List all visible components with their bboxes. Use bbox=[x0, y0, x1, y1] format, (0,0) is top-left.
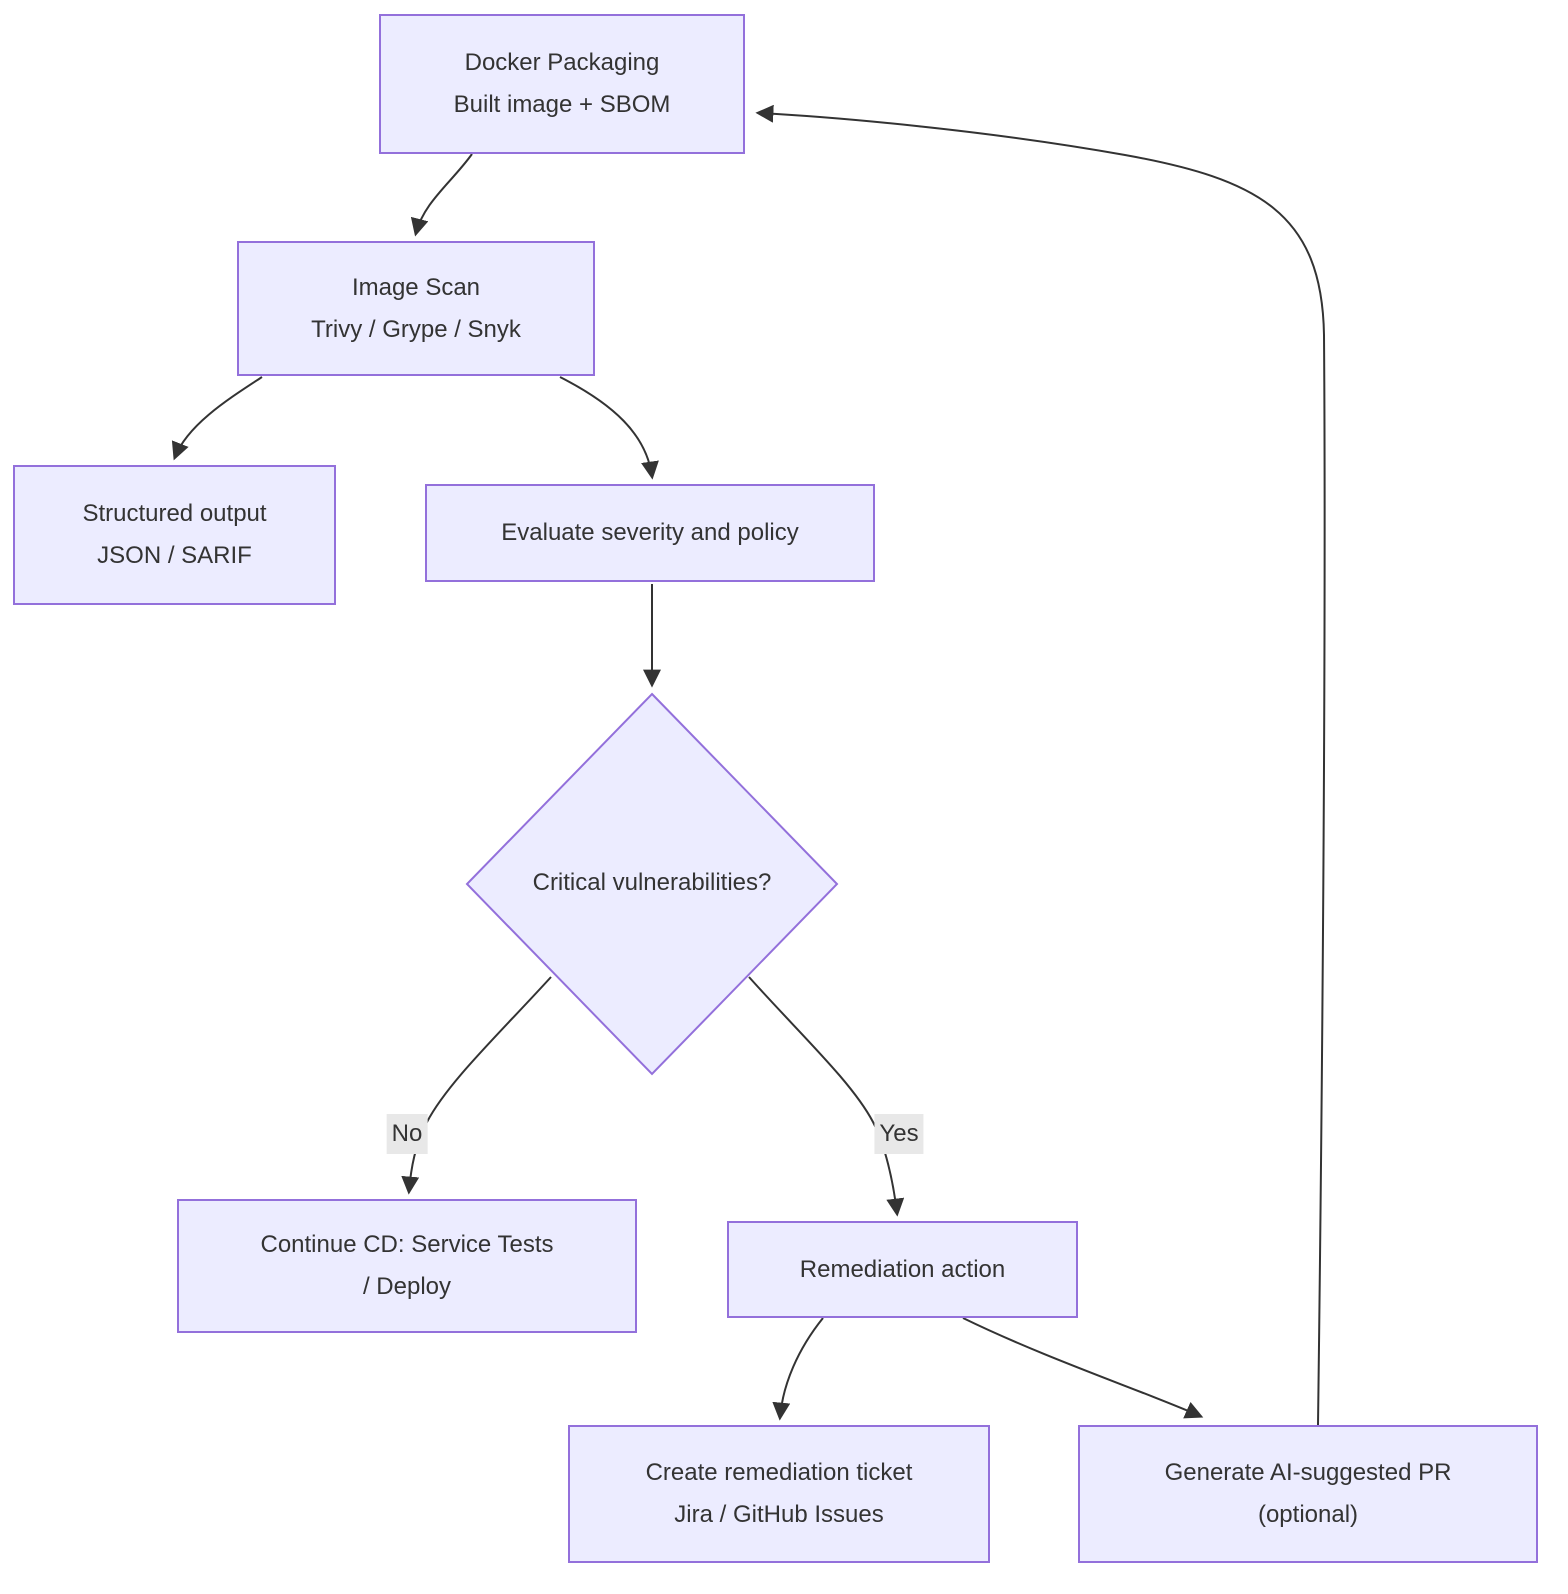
node-line: Jira / GitHub Issues bbox=[674, 1501, 884, 1528]
node-line: Critical vulnerabilities? bbox=[532, 869, 772, 896]
edge-remediation-to-ticket bbox=[772, 1317, 824, 1421]
node-critical-vulnerabilities-shape bbox=[465, 692, 839, 1076]
edge-label-no: No bbox=[386, 1114, 428, 1154]
edge-decision-yes-to-remediation bbox=[748, 976, 905, 1217]
node-line: Continue CD: Service Tests bbox=[260, 1231, 554, 1258]
node-line: Generate AI-suggested PR bbox=[1164, 1459, 1452, 1486]
node-line: Evaluate severity and policy bbox=[501, 519, 799, 546]
node-generate-pr: Generate AI-suggested PR (optional) bbox=[1078, 1425, 1538, 1563]
edge-remediation-to-pr bbox=[962, 1317, 1204, 1419]
node-image-scan: Image Scan Trivy / Grype / Snyk bbox=[237, 241, 595, 376]
edge-pr-feedback-to-docker bbox=[755, 104, 1326, 1426]
node-continue-cd: Continue CD: Service Tests / Deploy bbox=[177, 1199, 637, 1333]
edge-scan-to-evaluate bbox=[559, 376, 659, 480]
edge-label-text: Yes bbox=[879, 1120, 919, 1147]
node-line: / Deploy bbox=[362, 1273, 452, 1300]
edge-label-yes: Yes bbox=[874, 1114, 924, 1154]
node-line: Built image + SBOM bbox=[453, 91, 671, 118]
node-line: (optional) bbox=[1257, 1501, 1359, 1528]
node-line: Remediation action bbox=[799, 1255, 1006, 1283]
edge-scan-to-output bbox=[171, 376, 263, 461]
node-line: Image Scan bbox=[351, 273, 481, 301]
edge-label-text: No bbox=[391, 1120, 423, 1147]
node-line: Trivy / Grype / Snyk bbox=[311, 315, 521, 343]
node-remediation-action: Remediation action bbox=[727, 1221, 1078, 1318]
node-evaluate-severity: Evaluate severity and policy bbox=[425, 484, 875, 582]
edge-decision-no-to-continue bbox=[401, 976, 552, 1195]
node-create-ticket: Create remediation ticket Jira / GitHub … bbox=[568, 1425, 990, 1563]
node-docker-packaging: Docker Packaging Built image + SBOM bbox=[379, 14, 745, 154]
node-structured-output: Structured output JSON / SARIF bbox=[13, 465, 336, 605]
node-critical-vulnerabilities-label: Critical vulnerabilities? bbox=[462, 862, 842, 904]
node-line: JSON / SARIF bbox=[97, 542, 252, 569]
edge-docker-to-scan bbox=[410, 153, 473, 237]
node-line: Structured output bbox=[82, 500, 267, 527]
node-line: Docker Packaging bbox=[464, 49, 660, 76]
node-line: Create remediation ticket bbox=[645, 1459, 913, 1486]
